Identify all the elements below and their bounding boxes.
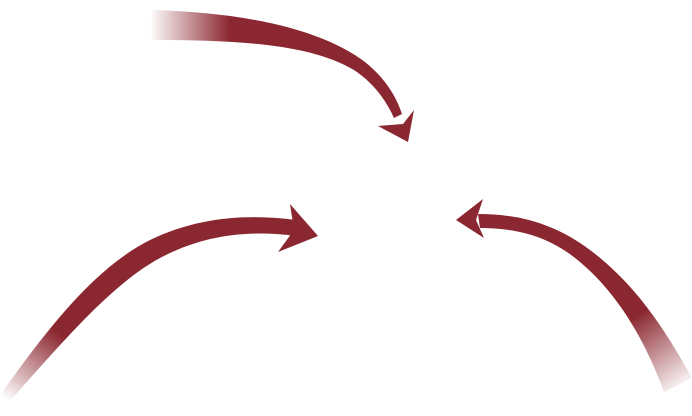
left-arrow [0, 204, 318, 412]
top-arrow-head [378, 110, 414, 142]
right-arrow [456, 199, 692, 392]
top-arrow-shaft [150, 10, 402, 118]
left-arrow-head [278, 204, 318, 252]
top-arrow [150, 10, 414, 142]
right-arrow-head [456, 199, 484, 238]
right-arrow-shaft [478, 214, 692, 392]
left-arrow-shaft [0, 217, 296, 412]
